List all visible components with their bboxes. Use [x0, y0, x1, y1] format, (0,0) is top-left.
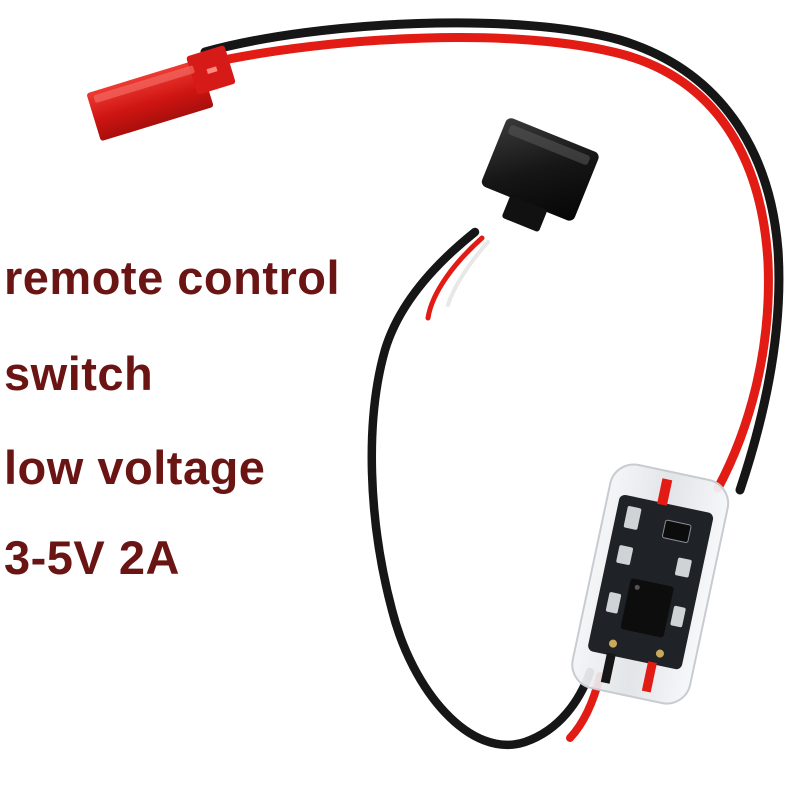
module-chip	[620, 578, 674, 638]
red-wire-left	[425, 235, 485, 321]
black-wire-outer	[200, 18, 784, 495]
caption-line-3: low voltage	[4, 441, 266, 494]
red-jst-connector	[87, 45, 236, 141]
servo-connector-body	[481, 118, 599, 221]
red-jst-latch	[206, 66, 218, 75]
module-resistor-1	[616, 545, 634, 565]
module-pad-1	[609, 639, 618, 648]
module-pad-2	[655, 649, 664, 658]
module-black-stub	[600, 652, 616, 684]
black-wire-left	[367, 227, 595, 750]
black-servo-connector	[481, 118, 599, 232]
module-red-stub	[657, 478, 673, 506]
servo-connector-shine	[508, 125, 590, 165]
white-wire-left	[446, 240, 490, 307]
red-jst-body	[87, 59, 214, 141]
module-transistor	[662, 519, 692, 544]
caption-line-2: switch	[4, 347, 154, 400]
red-wire-outer	[200, 33, 773, 493]
module-led	[623, 506, 642, 530]
red-jst-highlight	[93, 65, 195, 103]
module-chip-dot	[634, 584, 640, 590]
module-resistor-2	[675, 557, 692, 578]
caption-line-1: remote control	[4, 251, 341, 304]
switch-module	[571, 463, 730, 705]
module-resistor-3	[605, 592, 622, 614]
module-resistor-4	[670, 605, 686, 628]
module-red-stub-bottom	[641, 661, 657, 693]
servo-connector-neck	[502, 196, 547, 232]
caption-line-4: 3-5V 2A	[4, 531, 180, 584]
